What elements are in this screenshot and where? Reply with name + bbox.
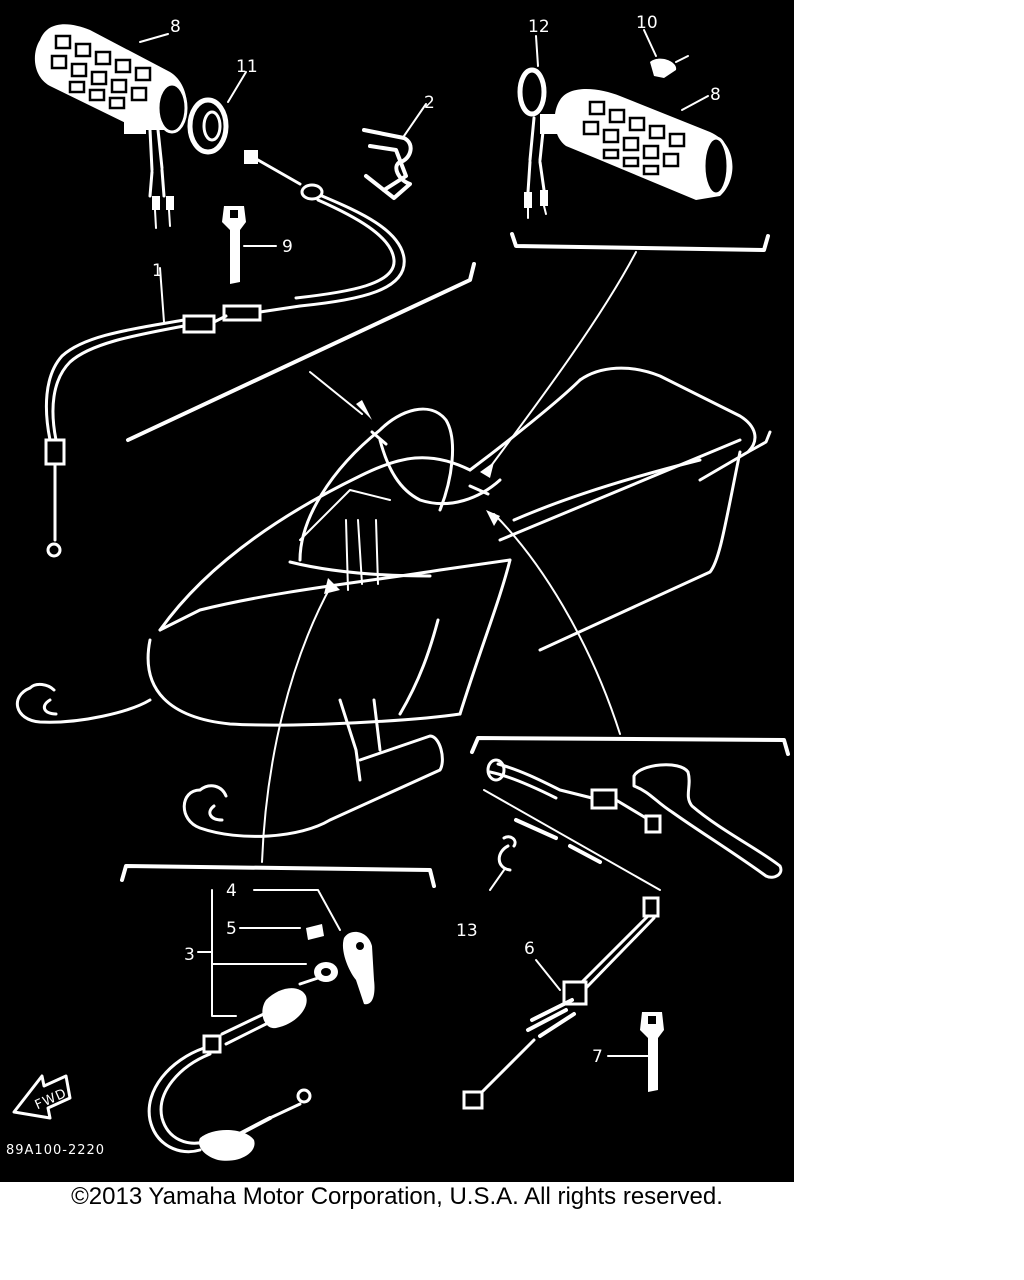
diagram-artwork: FWD 8 11 2 9 1 12 10 8 4 5 3 13 6 7 89A1…	[6, 13, 790, 1161]
callout-3: 3	[184, 945, 195, 965]
snowmobile-outline	[15, 251, 772, 863]
front-arrow-label: FWD	[33, 1086, 70, 1113]
bolt-7	[607, 1012, 664, 1092]
callout-8-left: 8	[170, 17, 181, 37]
left-bracket	[126, 262, 476, 442]
bolt-9	[222, 206, 277, 284]
callout-7: 7	[592, 1047, 603, 1067]
grip-ring	[187, 71, 247, 155]
copyright-notice: ©2013 Yamaha Motor Corporation, U.S.A. A…	[71, 1183, 723, 1210]
callout-4: 4	[226, 881, 237, 901]
clip-part	[362, 103, 427, 200]
callout-11: 11	[236, 57, 258, 77]
brake-assembly	[470, 736, 790, 891]
right-bracket	[510, 232, 770, 252]
lever-assembly	[147, 889, 375, 1161]
bottom-left-bracket	[120, 864, 436, 888]
callout-8-right: 8	[710, 85, 721, 105]
throttle-cable	[44, 150, 406, 558]
callout-9: 9	[282, 237, 293, 257]
parts-diagram: FWD 8 11 2 9 1 12 10 8 4 5 3 13 6 7 89A1…	[0, 0, 794, 1182]
right-grip	[517, 29, 733, 219]
callout-13: 13	[456, 921, 478, 941]
left-grip	[34, 24, 188, 229]
callout-6: 6	[524, 939, 535, 959]
callout-10: 10	[636, 13, 658, 33]
callout-5: 5	[226, 919, 237, 939]
callout-12: 12	[528, 17, 550, 37]
diagram-reference-code: 89A100-2220	[6, 1143, 105, 1158]
callout-1: 1	[152, 261, 163, 281]
brake-cable	[462, 896, 660, 1110]
callout-2: 2	[424, 93, 435, 113]
front-arrow-icon: FWD	[12, 1074, 72, 1120]
